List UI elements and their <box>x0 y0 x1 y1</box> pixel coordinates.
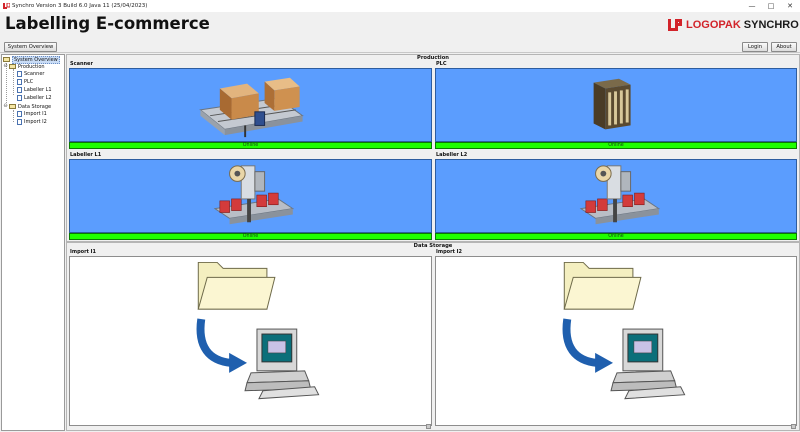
tree-item-labeller-l1[interactable]: Labeller L1 <box>17 86 52 93</box>
labeller-machine-icon <box>579 165 661 225</box>
tree-item-data-storage[interactable]: ⊖ Data Storage <box>3 103 51 110</box>
tree-item-label: Import I1 <box>24 110 47 117</box>
folder-icon <box>9 104 16 109</box>
tree-item-production[interactable]: ⊖ Production <box>3 63 45 70</box>
device-label: Labeller L1 <box>70 152 102 158</box>
tree-guide <box>13 69 14 95</box>
device-card-scanner[interactable]: Scanner <box>68 61 433 150</box>
tree-expand-icon[interactable]: ⊖ <box>3 103 8 109</box>
plc-module-icon <box>593 78 631 130</box>
overview-panel: Production Scanner <box>66 54 800 431</box>
folder-import-computer-icon <box>196 261 320 400</box>
tree-item-label: Labeller L2 <box>24 94 52 101</box>
document-icon <box>17 70 22 77</box>
import-image-panel <box>435 256 797 426</box>
online-status-indicator: Online <box>435 233 797 240</box>
device-card-labeller-l1[interactable]: Labeller L1 Online <box>68 152 433 241</box>
device-card-labeller-l2[interactable]: Labeller L2 Online <box>434 152 798 241</box>
device-label: PLC <box>436 61 447 67</box>
scroll-corner[interactable] <box>791 424 796 429</box>
tree-item-label: PLC <box>24 78 34 85</box>
production-title: Production <box>417 55 449 61</box>
page-title: Labelling E-commerce <box>5 14 210 33</box>
import-card-i1[interactable]: Import I1 <box>68 249 433 429</box>
data-storage-title: Data Storage <box>413 243 453 249</box>
logopak-logo: LOGOPAK SYNCHRO <box>668 17 799 33</box>
about-button[interactable]: About <box>771 42 797 52</box>
maximize-button[interactable]: □ <box>767 2 775 10</box>
minimize-button[interactable]: — <box>748 2 756 10</box>
tree-item-system-overview[interactable]: System Overview <box>3 55 60 64</box>
device-card-plc[interactable]: PLC Online <box>434 61 798 150</box>
tree-item-label: Data Storage <box>18 103 52 110</box>
production-section: Production Scanner <box>66 54 800 242</box>
logo-product-text: SYNCHRO <box>743 19 799 31</box>
document-icon <box>17 118 22 125</box>
scanner-conveyor-icon <box>199 77 304 138</box>
folder-icon <box>9 64 16 69</box>
window-titlebar: Synchro Version 3 Build 6.0 Java 11 (25/… <box>0 0 800 12</box>
tree-item-label: System Overview <box>12 55 60 64</box>
labeller-machine-icon <box>213 165 295 225</box>
tree-item-label: Import I2 <box>24 118 47 125</box>
login-button[interactable]: Login <box>742 42 768 52</box>
scroll-corner[interactable] <box>426 424 431 429</box>
device-image-panel <box>69 159 432 233</box>
device-image-panel <box>69 68 432 142</box>
import-label: Import I2 <box>436 249 463 255</box>
document-icon <box>17 94 22 101</box>
navigation-tree[interactable]: System Overview ⊖ Production Scanner PLC… <box>1 54 65 431</box>
device-image-panel <box>435 68 797 142</box>
import-image-panel <box>69 256 432 426</box>
online-status-indicator: Online <box>69 233 432 240</box>
folder-import-computer-icon <box>562 261 686 400</box>
import-card-i2[interactable]: Import I2 <box>434 249 798 429</box>
tree-item-scanner[interactable]: Scanner <box>17 70 44 77</box>
data-storage-section: Data Storage Import I1 <box>66 242 800 431</box>
folder-icon <box>3 57 10 62</box>
tree-item-plc[interactable]: PLC <box>17 78 33 85</box>
online-status-indicator: Online <box>435 142 797 149</box>
device-label: Scanner <box>70 61 93 67</box>
window-title: Synchro Version 3 Build 6.0 Java 11 (25/… <box>12 3 148 9</box>
document-icon <box>17 110 22 117</box>
document-icon <box>17 78 22 85</box>
online-status-indicator: Online <box>69 142 432 149</box>
app-header: Labelling E-commerce LOGOPAK SYNCHRO <box>0 12 800 39</box>
tree-guide <box>6 63 7 103</box>
tree-guide <box>13 110 14 122</box>
import-label: Import I1 <box>70 249 97 255</box>
tree-item-labeller-l2[interactable]: Labeller L2 <box>17 94 52 101</box>
tree-item-import-i2[interactable]: Import I2 <box>17 118 47 125</box>
tree-item-label: Production <box>18 63 45 70</box>
tree-expand-icon[interactable]: ⊖ <box>3 63 8 69</box>
device-label: Labeller L2 <box>436 152 468 158</box>
document-icon <box>17 86 22 93</box>
toolbar-divider <box>0 52 800 53</box>
logo-brand-text: LOGOPAK <box>686 19 741 31</box>
device-image-panel <box>435 159 797 233</box>
system-overview-button[interactable]: System Overview <box>4 42 57 52</box>
close-button[interactable]: ✕ <box>787 2 793 10</box>
logopak-mark-icon <box>668 19 682 31</box>
app-icon <box>3 3 10 9</box>
tree-item-label: Labeller L1 <box>24 86 52 93</box>
tree-item-label: Scanner <box>24 70 45 77</box>
tree-item-import-i1[interactable]: Import I1 <box>17 110 47 117</box>
